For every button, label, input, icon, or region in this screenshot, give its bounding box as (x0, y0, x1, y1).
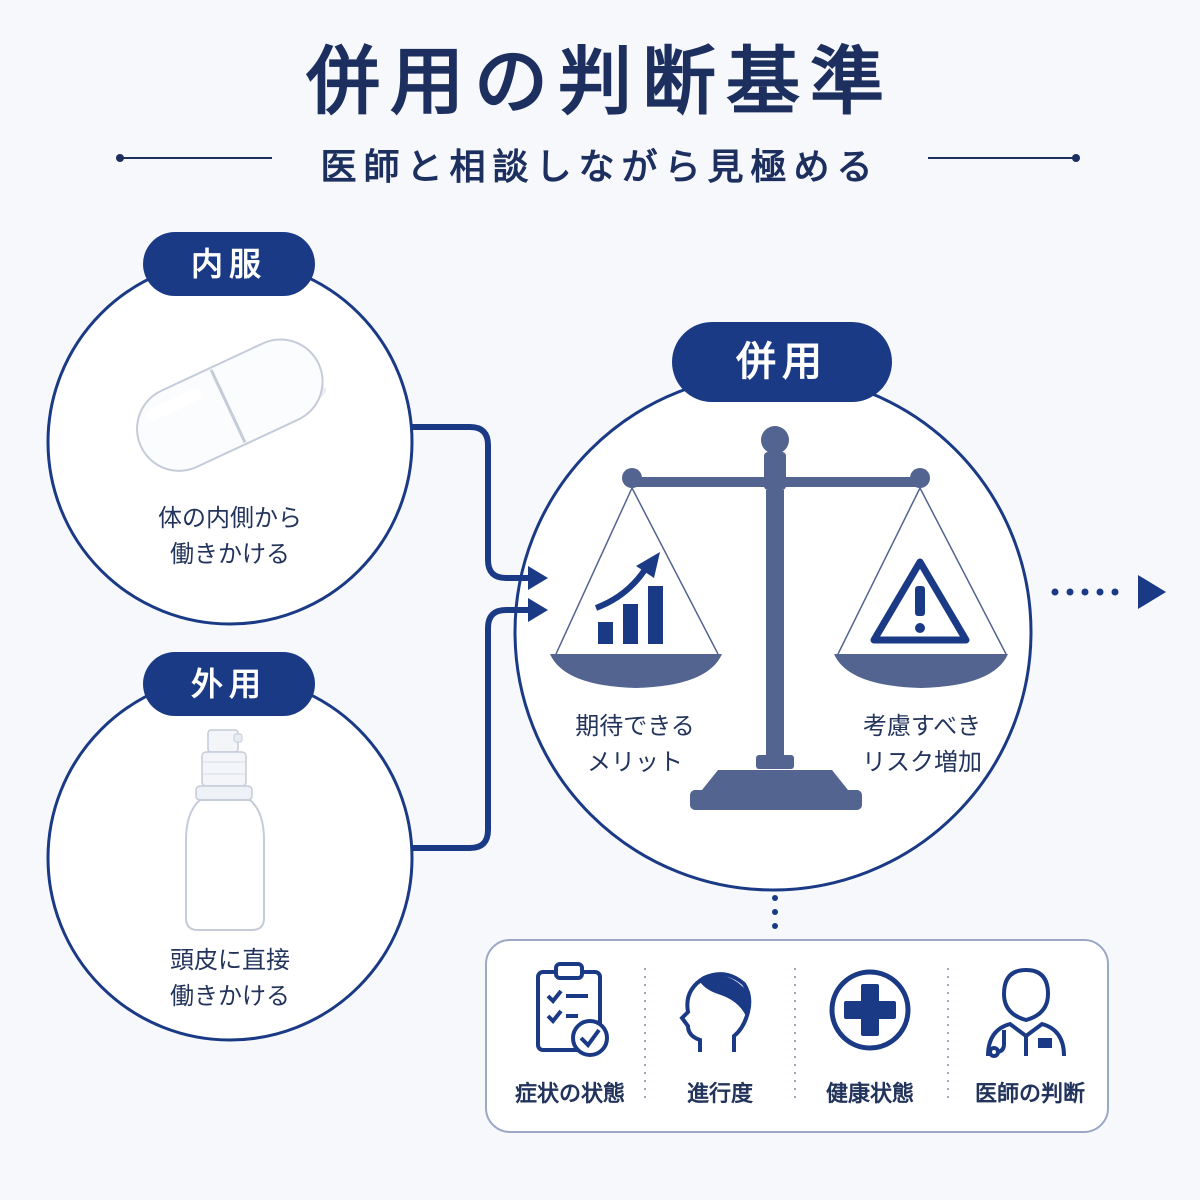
connector-topical (412, 598, 548, 851)
risk-label-line2: リスク増加 (862, 748, 982, 776)
head-profile-icon (679, 972, 752, 1052)
risk-label-line1: 考慮すべき (862, 712, 982, 740)
factor-symptom-label: 症状の状態 (514, 1082, 625, 1107)
merit-label-line1: 期待できる (575, 712, 695, 740)
growth-chart-icon (594, 552, 663, 644)
doctor-icon (986, 967, 1066, 1058)
risk-label: 考慮すべき リスク増加 (832, 708, 1012, 780)
oral-label-badge: 内服 (143, 232, 315, 296)
factor-health-label: 健康状態 (825, 1082, 914, 1107)
balance-scale-icon (550, 426, 1008, 810)
factor-connector (772, 895, 778, 929)
topical-description: 頭皮に直接 働きかける (110, 942, 350, 1014)
topical-description-line2: 働きかける (170, 982, 290, 1010)
oral-description-line1: 体の内側から (158, 504, 302, 532)
page-subtitle: 医師と相談しながら見極める (320, 147, 880, 188)
subtitle-divider-left (116, 154, 272, 162)
subtitle-divider-right (928, 154, 1080, 162)
merit-label-line2: メリット (587, 748, 683, 776)
topical-description-line1: 頭皮に直接 (170, 946, 290, 974)
capsule-icon (136, 338, 327, 472)
combination-label-badge: 併用 (672, 322, 892, 402)
oral-description-line2: 働きかける (170, 540, 290, 568)
page-title: 併用の判断基準 (306, 39, 894, 125)
factor-progression-label: 進行度 (686, 1082, 753, 1107)
warning-icon (870, 558, 970, 644)
clipboard-check-icon (536, 962, 609, 1057)
factor-doctor-label: 医師の判断 (974, 1082, 1085, 1107)
topical-label-badge: 外用 (143, 652, 315, 716)
connector-oral (412, 424, 548, 590)
output-arrow-icon (1051, 575, 1166, 609)
oral-description: 体の内側から 働きかける (110, 500, 350, 572)
factors-panel (485, 939, 1109, 1133)
medical-cross-icon (829, 969, 911, 1051)
merit-label: 期待できる メリット (545, 708, 725, 780)
spray-bottle-icon (185, 729, 265, 931)
